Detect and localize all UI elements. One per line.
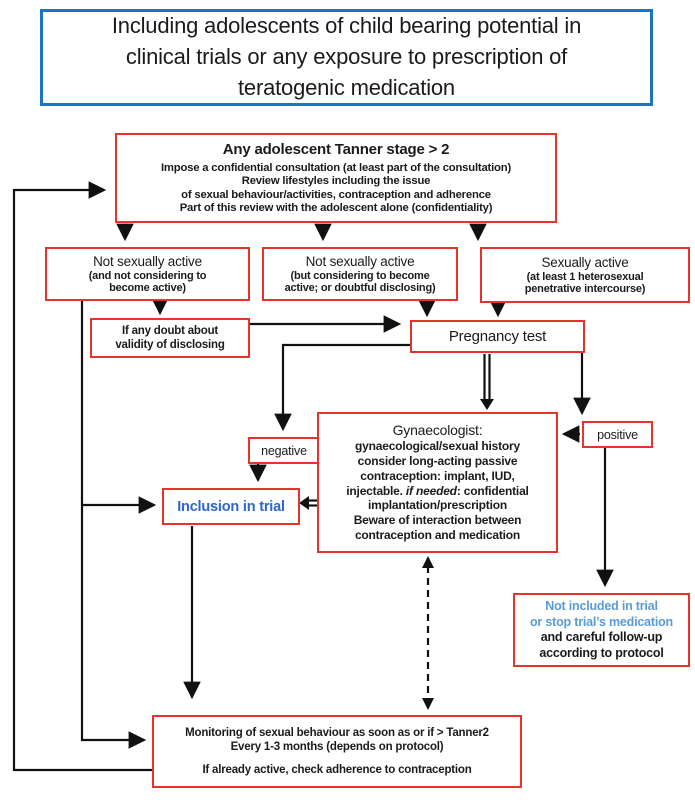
arrowhead-pregnancy-to-gyn <box>480 399 494 410</box>
node-positive: positive <box>582 421 653 448</box>
node-heading: Gynaecologist: <box>392 422 483 439</box>
node-pregnancy-test: Pregnancy test <box>410 320 585 353</box>
node-heading: Pregnancy test <box>448 328 547 345</box>
text-line: according to protocol <box>539 645 664 660</box>
node-gynaecologist: Gynaecologist: gynaecological/sexual his… <box>317 412 558 553</box>
node-heading: Sexually active <box>541 254 629 270</box>
text-line: Monitoring of sexual behaviour as soon a… <box>185 727 489 739</box>
text-segment: injectable. <box>346 483 406 498</box>
arrowhead-dashed-down <box>422 698 434 710</box>
arrow-pregnancy-to-negative <box>274 343 410 432</box>
text-line: (but considering to become <box>290 269 430 282</box>
arrow-left-branch-to-monitoring <box>80 301 147 749</box>
text-line: of sexual behaviour/activities, contrace… <box>181 188 491 201</box>
text-line: gynaecological/sexual history <box>355 439 520 454</box>
node-label: negative <box>261 443 307 458</box>
node-sexually-active: Sexually active (at least 1 heterosexual… <box>480 247 690 303</box>
text-line: If already active, check adherence to co… <box>202 764 472 776</box>
node-inclusion-in-trial: Inclusion in trial <box>162 488 300 525</box>
text-line: contraception: implant, IUD, <box>360 468 515 483</box>
node-heading: Not sexually active <box>305 253 415 269</box>
text-line: active; or doubtful disclosing) <box>284 282 436 294</box>
node-monitoring: Monitoring of sexual behaviour as soon a… <box>152 715 522 788</box>
text-line: Review lifestyles including the issue <box>241 175 431 187</box>
text-segment: : confidential <box>456 483 529 498</box>
node-label: positive <box>597 427 638 442</box>
node-negative: negative <box>248 437 320 464</box>
text-line: Not included in trial <box>545 599 658 613</box>
text-line: contraception and medication <box>354 527 521 542</box>
node-not-sexually-active-left: Not sexually active (and not considering… <box>45 247 250 301</box>
title-line: Including adolescents of child bearing p… <box>111 13 582 39</box>
text-line: Part of this review with the adolescent … <box>179 202 493 214</box>
node-heading: Any adolescent Tanner stage > 2 <box>222 140 450 158</box>
arrow-monitoring-to-tanner <box>12 181 152 772</box>
arrowhead-dashed-up <box>422 556 434 568</box>
node-doubt-validity: If any doubt about validity of disclosin… <box>90 318 250 358</box>
text-line: (and not considering to <box>88 269 207 282</box>
text-line: penetrative intercourse) <box>524 283 646 295</box>
title-line: clinical trials or any exposure to presc… <box>125 44 568 70</box>
title-line: teratogenic medication <box>238 74 455 100</box>
text-line: If any doubt about <box>121 325 219 337</box>
node-heading: Inclusion in trial <box>177 498 285 515</box>
text-line: Impose a confidential consultation (at l… <box>160 161 512 174</box>
node-not-sexually-active-mid: Not sexually active (but considering to … <box>262 247 458 301</box>
node-heading: Not sexually active <box>93 253 202 269</box>
text-line: Beware of interaction between <box>353 513 522 528</box>
text-line: validity of disclosing <box>115 339 225 351</box>
text-segment-italic: if needed <box>405 483 457 498</box>
title-box: Including adolescents of child bearing p… <box>40 9 653 106</box>
arrowhead-gyn-to-inclusion <box>299 496 309 510</box>
text-line: or stop trial’s medication <box>530 614 673 629</box>
text-line: Every 1-3 months (depends on protocol) <box>230 741 444 753</box>
node-not-included: Not included in trial or stop trial’s me… <box>513 593 690 667</box>
text-line-mixed: injectable. if needed: confidential <box>346 483 529 499</box>
node-tanner-stage: Any adolescent Tanner stage > 2 Impose a… <box>115 133 557 223</box>
text-line: (at least 1 heterosexual <box>526 270 644 283</box>
text-line: become active) <box>109 282 186 294</box>
text-line: consider long-acting passive <box>357 454 518 468</box>
text-line: and careful follow-up <box>540 630 663 644</box>
text-line: implantation/prescription <box>367 498 507 513</box>
